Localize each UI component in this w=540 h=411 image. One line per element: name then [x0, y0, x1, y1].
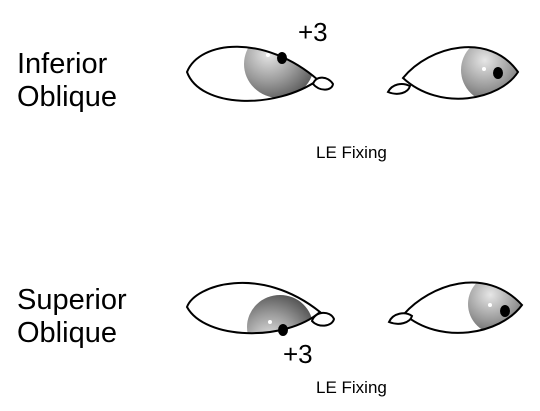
superior-right-caruncle [310, 311, 336, 327]
superior-left-caruncle [387, 312, 414, 325]
inferior-fixing-label: LE Fixing [316, 143, 387, 162]
inferior-right-pupil [277, 52, 287, 64]
inferior-left-pupil [493, 67, 503, 79]
inferior-left-eye [386, 46, 520, 100]
superior-fixing-label: LE Fixing [316, 378, 387, 397]
superior-left-pupil [500, 305, 510, 317]
superior-oblique-label-line1: Superior [17, 284, 127, 316]
inferior-left-caruncle [386, 83, 412, 95]
inferior-grade-label: +3 [298, 17, 328, 47]
superior-oblique-label-line2: Oblique [17, 317, 117, 349]
superior-right-pupil [278, 324, 288, 336]
superior-grade-label: +3 [283, 339, 313, 369]
inferior-oblique-label-line1: Inferior [17, 48, 108, 80]
inferior-oblique-label-line2: Oblique [17, 81, 117, 113]
superior-right-highlight [268, 320, 272, 324]
superior-left-eye-outline [402, 281, 524, 334]
superior-right-eye-outline [185, 281, 322, 335]
superior-left-eye [387, 281, 524, 334]
inferior-left-eye-outline [401, 46, 520, 100]
superior-left-highlight [488, 303, 492, 307]
inferior-right-caruncle [311, 76, 335, 91]
inferior-right-highlight [266, 53, 270, 57]
inferior-left-highlight [482, 67, 486, 71]
superior-right-eye [185, 281, 336, 336]
